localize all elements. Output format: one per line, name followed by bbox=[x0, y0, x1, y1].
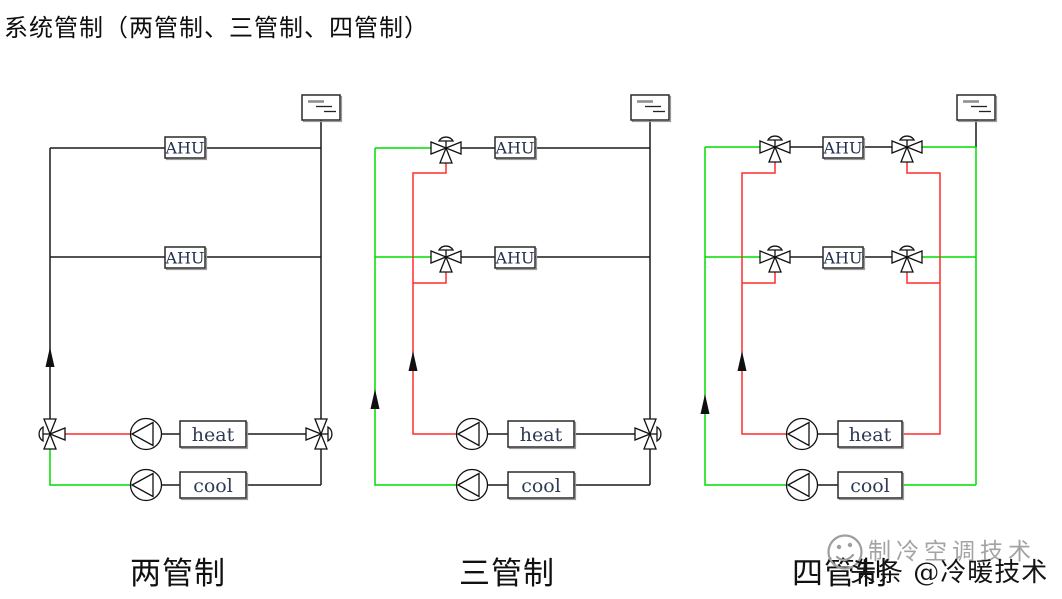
cool-source-box: cool bbox=[179, 471, 249, 501]
heat-pump-icon bbox=[785, 417, 819, 451]
diagram-caption-two-pipe: 两管制 bbox=[130, 556, 226, 592]
ahu-label: AHU bbox=[495, 249, 535, 268]
heat-source-box: heat bbox=[837, 420, 905, 450]
ahu-unit: AHU bbox=[822, 136, 866, 161]
cool-pump-icon bbox=[455, 468, 489, 502]
three-way-valve-icon bbox=[891, 245, 923, 273]
expansion-tank-icon bbox=[629, 93, 672, 123]
flow-arrow-icon bbox=[370, 389, 380, 409]
cool-label: cool bbox=[850, 475, 890, 497]
ahu-unit: AHU bbox=[822, 246, 866, 271]
three-way-valve-icon bbox=[38, 418, 66, 450]
flow-arrow-icon bbox=[45, 347, 55, 367]
cool-source-box: cool bbox=[507, 471, 577, 501]
cool-pump-icon bbox=[785, 468, 819, 502]
cool-source-box: cool bbox=[837, 471, 905, 501]
three-way-valve-icon bbox=[430, 136, 462, 164]
three-way-valve-icon bbox=[759, 245, 791, 273]
smiley-face-logo-icon bbox=[827, 534, 863, 570]
two-pipe-diagram: AHU AHU heat cool 两管制 bbox=[38, 93, 343, 592]
cool-label: cool bbox=[193, 475, 233, 497]
expansion-tank-icon bbox=[955, 93, 998, 123]
three-pipe-common-pipes bbox=[446, 120, 651, 486]
three-way-valve-icon bbox=[430, 245, 462, 273]
ahu-unit: AHU bbox=[164, 246, 208, 271]
flow-arrow-icon bbox=[408, 351, 418, 371]
four-pipe-diagram: AHU AHU heat cool 四管制 bbox=[700, 93, 998, 592]
heat-label: heat bbox=[520, 424, 563, 446]
ahu-unit: AHU bbox=[494, 136, 538, 161]
three-way-valve-icon bbox=[891, 135, 923, 163]
diagram-caption-three-pipe: 三管制 bbox=[459, 556, 555, 592]
ahu-label: AHU bbox=[823, 139, 863, 158]
cool-label: cool bbox=[521, 475, 561, 497]
heat-label: heat bbox=[192, 424, 235, 446]
ahu-label: AHU bbox=[823, 249, 863, 268]
page-title: 系统管制（两管制、三管制、四管制） bbox=[4, 14, 429, 42]
three-way-valve-icon bbox=[634, 418, 662, 450]
flow-arrow-icon bbox=[737, 351, 747, 371]
flow-arrow-icon bbox=[700, 394, 710, 414]
three-way-valve-icon bbox=[305, 418, 333, 450]
four-pipe-heat-pipe bbox=[741, 147, 941, 435]
ahu-label: AHU bbox=[165, 249, 205, 268]
heat-source-box: heat bbox=[507, 420, 577, 450]
ahu-label: AHU bbox=[495, 139, 535, 158]
ahu-label: AHU bbox=[165, 139, 205, 158]
watermark-gray-text: 制冷空调技术 bbox=[868, 539, 1036, 565]
heat-pump-icon bbox=[455, 417, 489, 451]
diagram-caption-four-pipe: 四管制 bbox=[792, 556, 888, 592]
three-pipe-heat-pipe bbox=[412, 148, 457, 435]
cool-pump-icon bbox=[129, 468, 163, 502]
three-way-valve-icon bbox=[759, 135, 791, 163]
heat-source-box: heat bbox=[179, 420, 249, 450]
heat-label: heat bbox=[849, 424, 892, 446]
heat-pump-icon bbox=[129, 417, 163, 451]
expansion-tank-icon bbox=[300, 93, 343, 123]
watermark-black-text: 头条 @冷暖技术 bbox=[850, 558, 1049, 588]
four-pipe-cool-pipe bbox=[704, 146, 977, 486]
three-pipe-diagram: AHU AHU heat cool 三管制 bbox=[370, 93, 672, 592]
watermark: 制冷空调技术 头条 @冷暖技术 bbox=[822, 524, 1062, 594]
ahu-unit: AHU bbox=[494, 246, 538, 271]
ahu-unit: AHU bbox=[164, 136, 208, 161]
two-pipe-cool-pipe bbox=[49, 434, 131, 486]
